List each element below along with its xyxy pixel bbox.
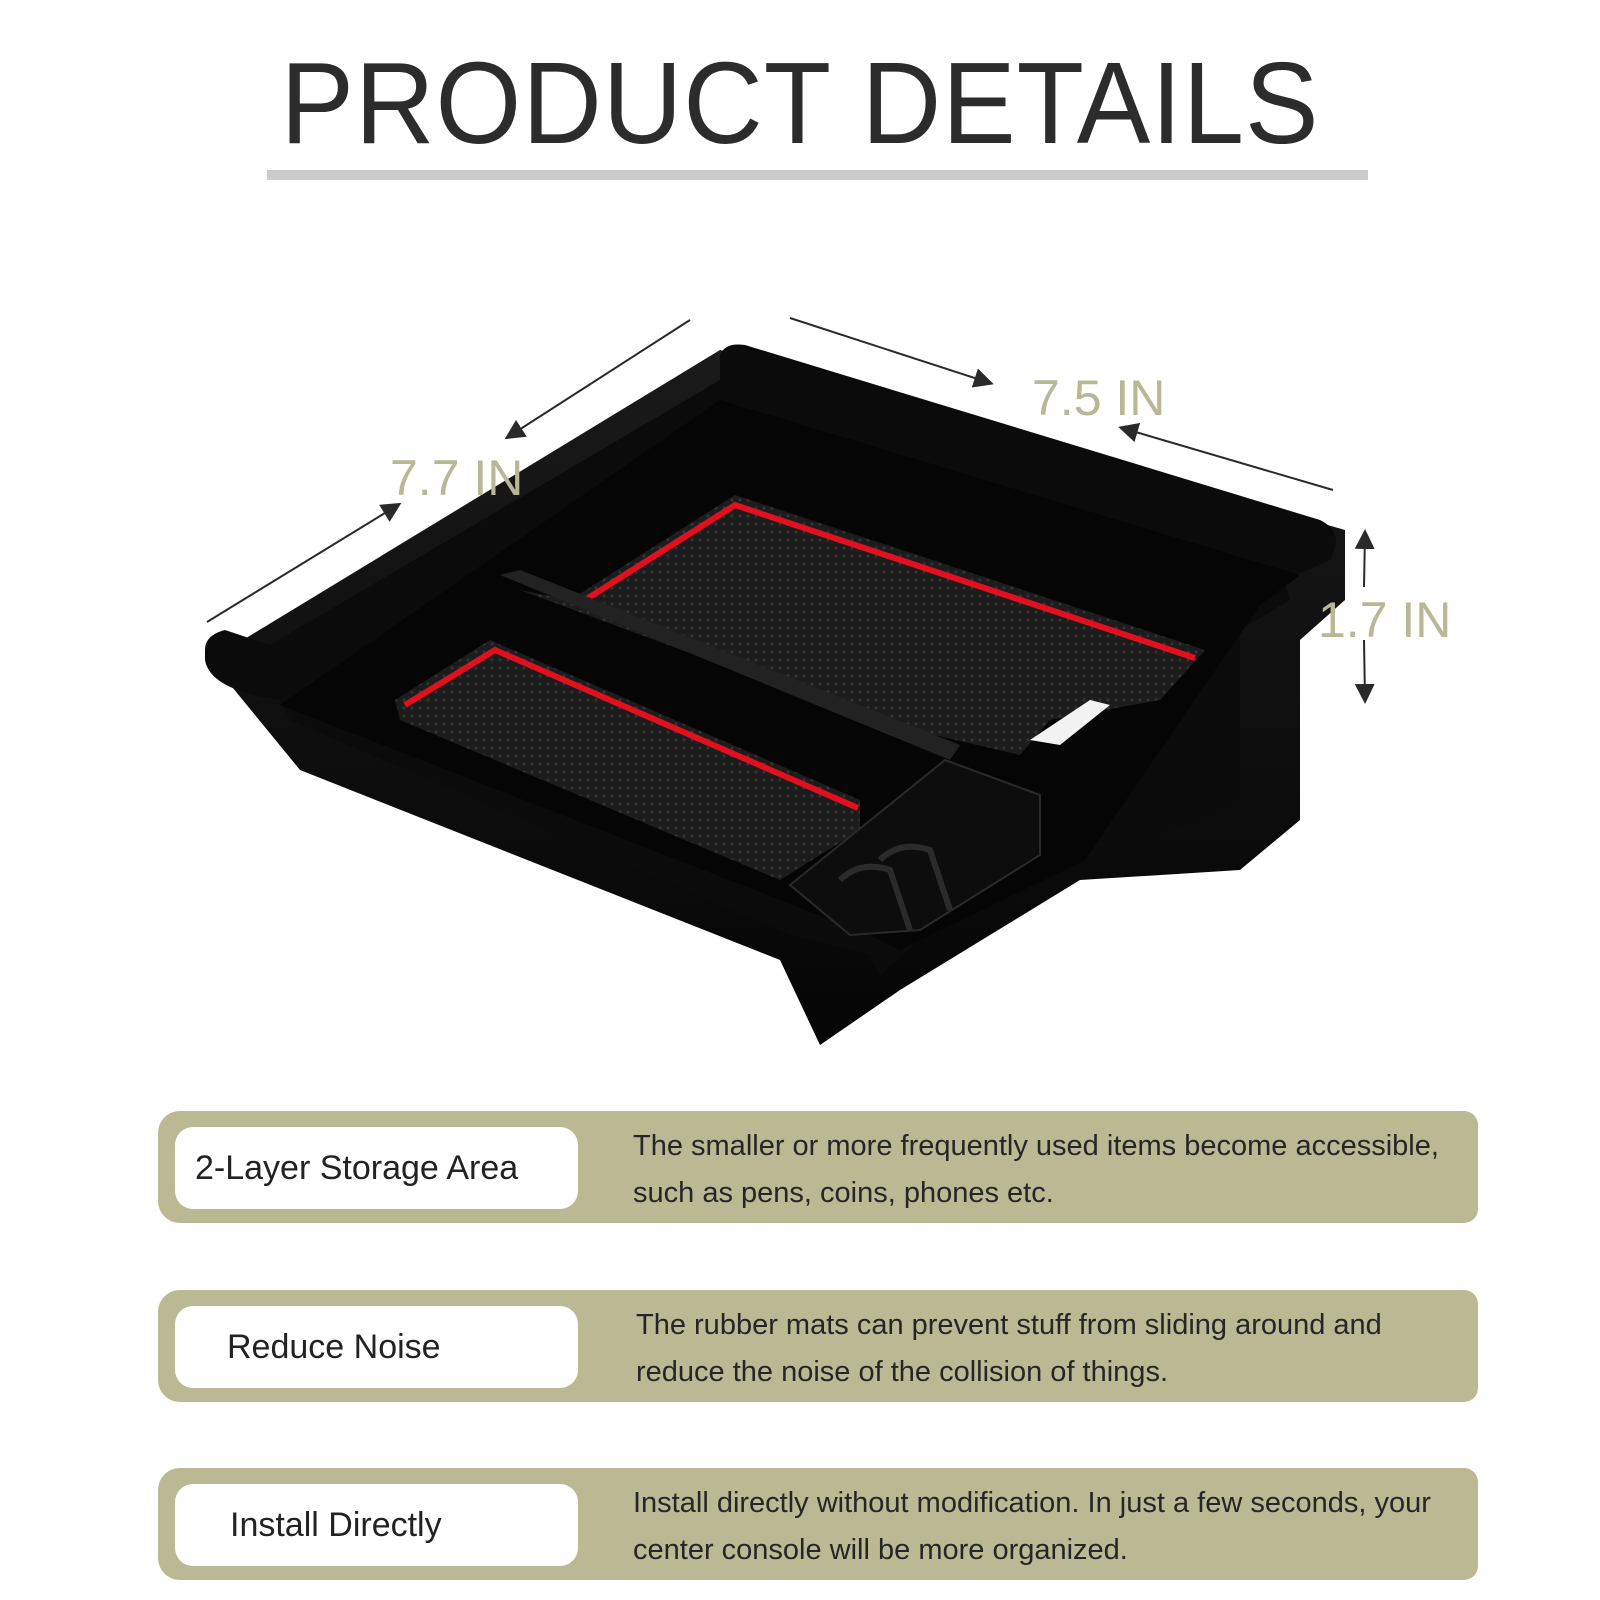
feature-row-storage: 2-Layer Storage Area The smaller or more… — [158, 1111, 1478, 1223]
feature-label: Install Directly — [175, 1484, 578, 1566]
feature-description: The rubber mats can prevent stuff from s… — [636, 1309, 1382, 1388]
height-dimension-label: 1.7 IN — [1318, 592, 1452, 648]
length-dimension-label: 7.7 IN — [390, 450, 524, 506]
feature-description: Install directly without modification. I… — [633, 1487, 1431, 1566]
title-underline-divider — [267, 170, 1368, 180]
width-dimension-label: 7.5 IN — [1032, 370, 1166, 426]
feature-label: Reduce Noise — [175, 1306, 578, 1388]
feature-description: The smaller or more frequently used item… — [633, 1130, 1439, 1209]
feature-row-install: Install Directly Install directly withou… — [158, 1468, 1478, 1580]
page-title: PRODUCT DETAILS — [280, 38, 1320, 168]
product-image: 7.7 IN 7.5 IN 1.7 IN — [205, 317, 1452, 1045]
feature-row-noise: Reduce Noise The rubber mats can prevent… — [158, 1290, 1478, 1402]
feature-label: 2-Layer Storage Area — [175, 1127, 578, 1209]
console-tray-illustration — [205, 317, 1375, 1045]
